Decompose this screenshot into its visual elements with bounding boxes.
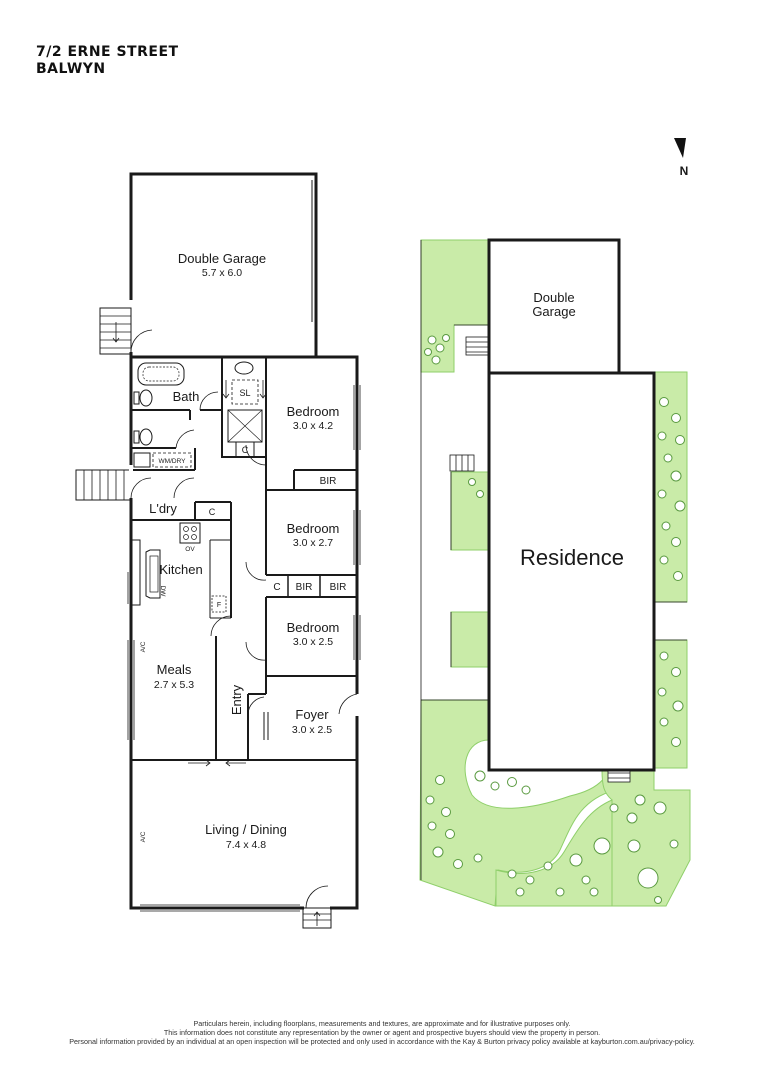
ac1-label: A/C — [140, 641, 147, 652]
site-residence — [487, 371, 656, 772]
foyer-dims: 3.0 x 2.5 — [292, 724, 332, 736]
fridge-label: F — [217, 602, 221, 609]
living-name: Living / Dining — [205, 822, 287, 837]
bedroom3-dims: 3.0 x 2.5 — [293, 636, 333, 648]
wm-dry-label: WM/DRY — [159, 458, 187, 465]
oven-label: OV — [185, 546, 195, 553]
north-label: N — [680, 164, 689, 178]
meals-dims: 2.7 x 5.3 — [154, 679, 194, 691]
site-plan — [419, 238, 691, 907]
disclaimer: Particulars herein, including floorplans… — [0, 1019, 764, 1046]
bedroom3-name: Bedroom — [287, 620, 340, 635]
bir1-label: BIR — [320, 476, 337, 487]
bath-label: Bath — [173, 389, 200, 404]
address-line-2: BALWYN — [36, 61, 106, 77]
bedroom2-dims: 3.0 x 2.7 — [293, 537, 333, 549]
site-garage-line2: Garage — [532, 304, 575, 319]
laundry-cupboard-label: C — [209, 507, 216, 517]
disclaimer-line-3: Personal information provided by an indi… — [69, 1037, 695, 1046]
bedroom1-dims: 3.0 x 4.2 — [293, 420, 333, 432]
site-garage-line1: Double — [533, 290, 574, 305]
ensuite-cupboard-label: C — [242, 445, 249, 455]
garage-name: Double Garage — [178, 251, 266, 266]
bir3-label: BIR — [330, 582, 347, 593]
floor-plan — [75, 172, 361, 929]
garage-dims: 5.7 x 6.0 — [202, 267, 242, 279]
shrubs — [424, 334, 686, 904]
laundry-label: L'dry — [149, 501, 177, 516]
address-line-1: 7/2 ERNE STREET — [36, 44, 179, 60]
site-garage — [487, 238, 621, 375]
foyer-name: Foyer — [295, 707, 329, 722]
sl-label: SL — [239, 388, 250, 398]
bedroom2-name: Bedroom — [287, 521, 340, 536]
hall-cupboard-label: C — [273, 582, 280, 593]
entry-label: Entry — [229, 684, 244, 715]
bir2-label: BIR — [296, 582, 313, 593]
north-arrow-icon — [674, 138, 686, 158]
ac2-label: A/C — [140, 831, 147, 842]
meals-name: Meals — [157, 662, 192, 677]
living-dims: 7.4 x 4.8 — [226, 839, 266, 851]
disclaimer-line-2: This information does not constitute any… — [163, 1028, 601, 1037]
bedroom1-name: Bedroom — [287, 404, 340, 419]
property-address: 7/2 ERNE STREET BALWYN — [36, 44, 179, 78]
disclaimer-line-1: Particulars herein, including floorplans… — [193, 1019, 571, 1028]
kitchen-label: Kitchen — [159, 562, 202, 577]
dishwasher-label: DW — [159, 586, 166, 598]
residence-label: Residence — [520, 545, 624, 570]
